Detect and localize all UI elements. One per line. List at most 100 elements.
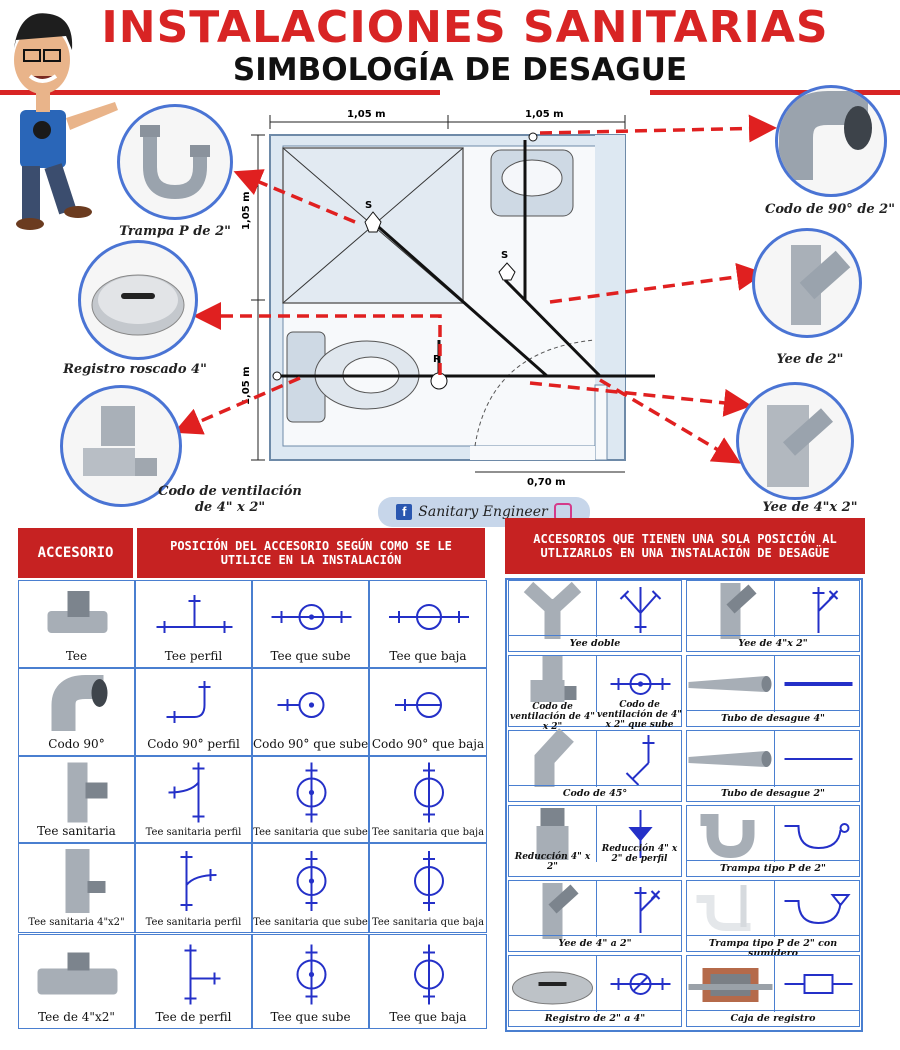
drain-symbol — [253, 671, 370, 739]
accessory-photo — [687, 881, 774, 937]
accessory-photo — [509, 881, 596, 939]
left-cell-r1-c4: Tee que baja — [369, 580, 487, 668]
left-cell-r4-c4: Tee sanitaria que baja — [369, 843, 487, 933]
drain-symbol — [774, 806, 862, 862]
accessory-photo — [19, 937, 136, 1012]
header-position: POSICIÓN DEL ACCESORIO SEGÚN COMO SE LE … — [137, 528, 485, 578]
drain-symbol — [253, 583, 370, 651]
title-underline-left — [0, 90, 440, 95]
right-right-item-6: Caja de registro — [686, 955, 860, 1027]
cell-label: Tee que baja — [389, 649, 467, 663]
drain-symbol — [596, 656, 684, 712]
cell-label: Codo de ventilación de 4" x 2" que sube — [596, 700, 682, 730]
cell-label: Tee sanitaria que sube — [253, 917, 368, 928]
left-cell-r3-c2: Tee sanitaria perfil — [135, 756, 252, 843]
accessory-photo — [509, 956, 596, 1012]
brand-name: Sanitary Engineer — [418, 504, 548, 520]
drain-symbol — [253, 937, 370, 1012]
accessory-photo — [509, 581, 596, 639]
cell-label: Tee sanitaria que sube — [253, 827, 368, 838]
brand-badge: f Sanitary Engineer — [378, 497, 590, 527]
left-cell-r5-c4: Tee que baja — [369, 934, 487, 1029]
cell-label: Tee que sube — [270, 1010, 351, 1024]
cell-label: Tee sanitaria que baja — [371, 827, 485, 838]
trampa-p-photo — [117, 104, 233, 220]
label-bar: Caja de registro — [687, 1010, 859, 1026]
cell-label: Tubo de desague 2" — [720, 788, 826, 799]
yee-2-photo — [752, 228, 862, 338]
drain-symbol — [370, 846, 488, 916]
header-accessory: ACCESORIO — [18, 528, 133, 578]
cell-label: Tee — [65, 649, 88, 663]
accessory-photo — [19, 846, 136, 916]
accessory-photo — [687, 956, 774, 1012]
register-mark: R — [433, 354, 441, 365]
yee-2-caption: Yee de 2" — [776, 352, 844, 367]
cell-label: Yee de 4"x 2" — [738, 638, 808, 649]
drain-symbol — [136, 671, 253, 739]
label-bar: Trampa tipo P de 2" con sumidero — [687, 935, 859, 959]
accessory-photo — [687, 581, 774, 639]
cell-label: Tee sanitaria perfil — [145, 917, 242, 928]
left-cell-r1-c1: Tee — [18, 580, 135, 668]
dim-bottom: 0,70 m — [527, 477, 566, 488]
page-title: INSTALACIONES SANITARIAS — [101, 2, 829, 53]
drain-symbol — [596, 956, 684, 1012]
accessory-photo — [687, 806, 774, 862]
right-left-item-4: Reducción 4" x 2" Reducción 4" x 2" de pe… — [508, 805, 682, 877]
right-right-item-3: Tubo de desague 2" — [686, 730, 860, 802]
label-bar: Yee de 4"x 2" — [687, 635, 859, 651]
right-left-item-2: Codo de ventilación de 4" x 2"Codo de ve… — [508, 655, 684, 732]
left-cell-r3-c4: Tee sanitaria que baja — [369, 756, 487, 843]
right-left-item-1: Yee doble — [508, 580, 682, 652]
cell-label: Reducción 4" x 2" — [514, 852, 591, 872]
facebook-icon: f — [396, 504, 413, 520]
drain-symbol — [774, 656, 862, 712]
left-cell-r3-c1: Tee sanitaria — [18, 756, 135, 843]
header-single-position: ACCESORIOS QUE TIENEN UNA SOLA POSICIÓN … — [505, 518, 865, 574]
cell-label: Tee sanitaria 4"x2" — [28, 917, 125, 928]
title-underline-right — [650, 90, 900, 95]
right-right-item-5: Trampa tipo P de 2" con sumidero — [686, 880, 860, 959]
cell-label: Codo 90° que sube — [253, 737, 369, 751]
right-table-frame — [505, 578, 863, 1032]
cell-label: Codo de ventilación de 4" x 2" — [509, 702, 595, 732]
drain-symbol — [253, 759, 370, 826]
right-left-item-6: Registro de 2" a 4" — [508, 955, 682, 1027]
cell-label: Caja de registro — [730, 1013, 816, 1024]
shower-drain-mark: S — [365, 200, 372, 211]
right-right-item-1: Yee de 4"x 2" — [686, 580, 860, 652]
accessory-photo — [19, 671, 136, 739]
cell-label: Tee sanitaria perfil — [145, 827, 242, 838]
drain-symbol — [774, 731, 862, 787]
label-bar: Registro de 2" a 4" — [509, 1010, 681, 1026]
floor-plan: S S R 1,05 m 1,05 m 1,05 m 1,05 m 0,70 m — [241, 109, 655, 488]
cell-label: Registro de 2" a 4" — [544, 1013, 646, 1024]
drain-symbol — [370, 671, 488, 739]
left-cell-r4-c2: Tee sanitaria perfil — [135, 843, 252, 933]
cell-label: Tee que sube — [270, 649, 351, 663]
codo-90-photo — [775, 85, 887, 197]
accessory-photo — [687, 731, 774, 787]
codo-ventilacion-photo — [60, 385, 182, 507]
drain-symbol — [596, 806, 684, 862]
codo-90-caption: Codo de 90° de 2" — [764, 202, 895, 217]
drain-symbol — [596, 581, 684, 637]
left-cell-r2-c2: Codo 90° perfil — [135, 668, 252, 756]
accessory-photo — [19, 583, 136, 651]
label-bar: Trampa tipo P de 2" — [687, 860, 859, 876]
left-cell-r5-c2: Tee de perfil — [135, 934, 252, 1029]
cell-label: Reducción 4" x 2" de perfil — [601, 844, 678, 864]
trampa-p-caption: Trampa P de 2" — [119, 224, 231, 239]
registro-photo — [78, 240, 198, 360]
cell-label: Tee sanitaria que baja — [371, 917, 485, 928]
left-cell-r3-c3: Tee sanitaria que sube — [252, 756, 369, 843]
drain-symbol — [136, 937, 253, 1012]
dim-left-top: 1,05 m — [241, 191, 252, 230]
left-cell-r5-c3: Tee que sube — [252, 934, 369, 1029]
drain-symbol — [136, 759, 253, 826]
left-cell-r1-c3: Tee que sube — [252, 580, 369, 668]
dim-left-bottom: 1,05 m — [241, 366, 252, 405]
cell-label: Yee de 4" a 2" — [558, 938, 632, 949]
label-bar: Yee de 4" a 2" — [509, 935, 681, 951]
